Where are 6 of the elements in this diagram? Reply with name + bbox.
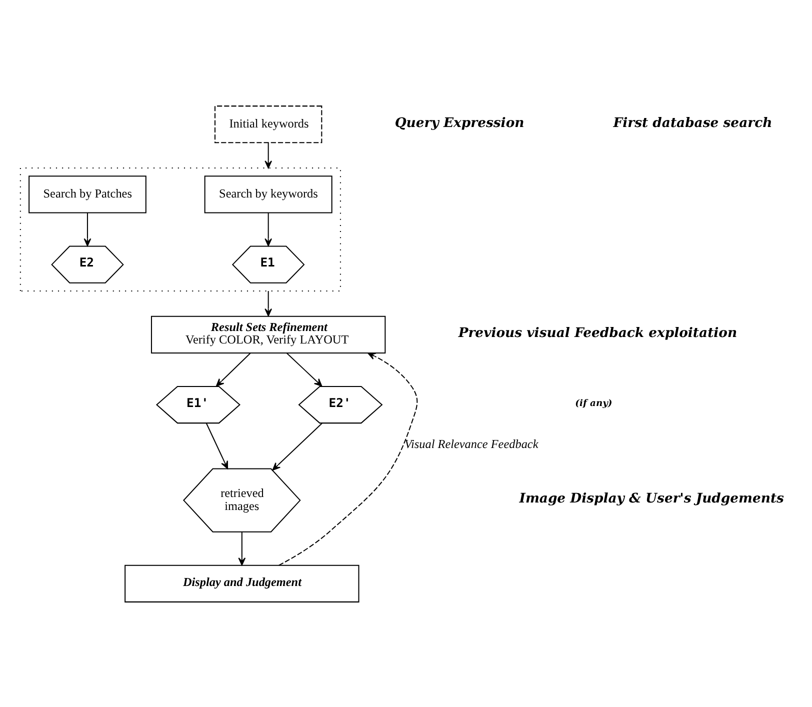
label: First database search	[613, 115, 772, 130]
label: (if any)	[575, 397, 612, 408]
label: Query Expression	[394, 115, 524, 130]
label: Image Display & User's Judgements	[519, 491, 784, 506]
edge-label: Visual Relevance Feedback	[404, 436, 538, 451]
label: Previous visual Feedback exploitation	[458, 326, 738, 341]
